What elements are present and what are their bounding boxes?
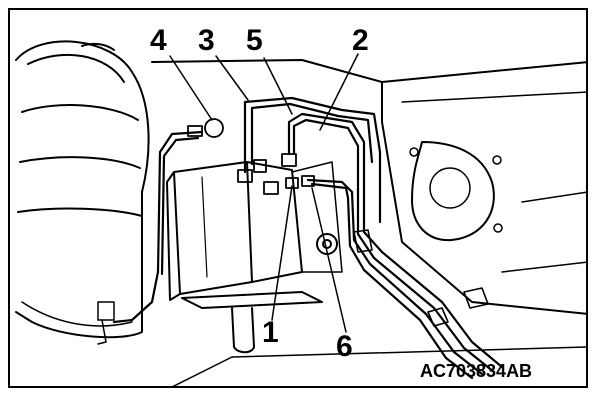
callout-4: 4 bbox=[150, 24, 167, 57]
reservoir-tank bbox=[15, 40, 150, 345]
callout-6: 6 bbox=[336, 330, 353, 363]
callout-1: 1 bbox=[262, 316, 279, 349]
hydraulic-unit-block bbox=[166, 161, 343, 354]
callout-5: 5 bbox=[246, 24, 263, 57]
callout-2: 2 bbox=[352, 24, 369, 57]
figure-code: AC703834AB bbox=[420, 361, 533, 381]
line-drawing bbox=[15, 40, 586, 386]
diagram-frame bbox=[8, 8, 588, 388]
callout-3: 3 bbox=[198, 24, 215, 57]
body-panel bbox=[151, 59, 586, 386]
leader-lines bbox=[169, 53, 359, 333]
brake-pipes bbox=[112, 96, 504, 380]
